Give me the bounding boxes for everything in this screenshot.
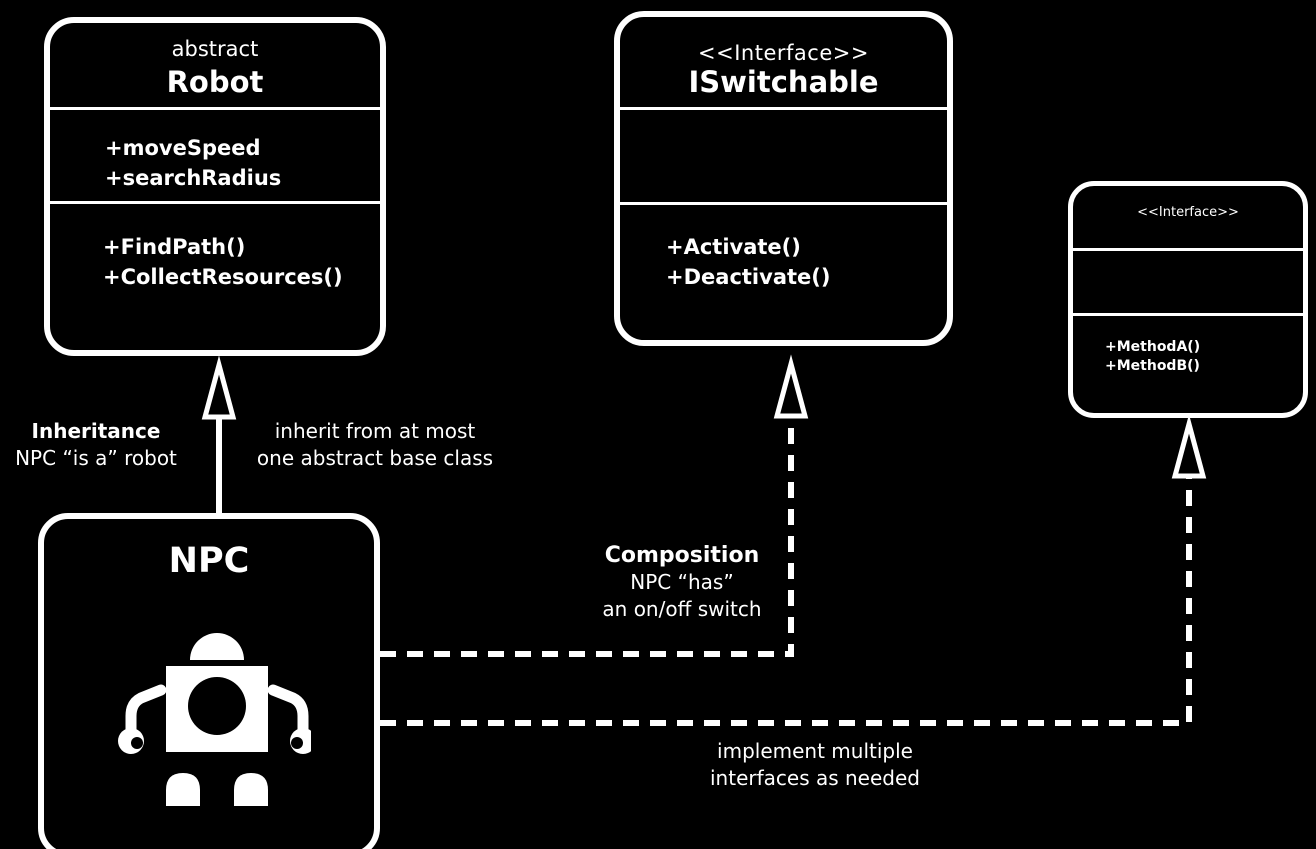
iswitchable-operation: +Deactivate() [666,265,831,289]
inheritance-note-title: Inheritance [31,419,161,443]
iswitchable-interface-box: <<Interface>> ISwitchable +Activate() +D… [614,11,953,346]
inheritance-note: Inheritance NPC “is a” robot [0,418,192,472]
robot-attribute: +searchRadius [105,166,282,190]
multi-interface-arrowhead [1171,414,1207,479]
composition-dashed-line [380,418,794,657]
iswitchable-operations: +Activate() +Deactivate() [620,232,947,292]
robot-attribute: +moveSpeed [105,136,261,160]
iswitchable-name: ISwitchable [688,65,879,99]
inheritance-arrowhead [201,355,237,420]
composition-note: Composition NPC “has” an on/off switch [572,542,792,623]
robot-operations: +FindPath() +CollectResources() [50,232,380,292]
robot-stereotype: abstract [171,37,259,61]
iswitchable-operation: +Activate() [666,235,801,259]
generic-interface-stereotype: <<Interface>> [1137,205,1239,220]
multi-interface-dashed-line [380,478,1192,726]
inheritance-rule-line: one abstract base class [256,446,494,470]
npc-class-name: NPC [168,541,250,581]
multi-interface-note-line: implement multiple [717,739,913,763]
robot-class-name: Robot [166,65,264,99]
robot-divider-2 [50,201,380,204]
composition-note-title: Composition [604,543,760,568]
robot-icon [118,633,311,806]
inheritance-rule-note: inherit from at most one abstract base c… [240,418,510,472]
composition-note-line: an on/off switch [602,597,762,621]
robot-operation: +FindPath() [103,235,246,259]
generic-interface-box: <<Interface>> +MethodA() +MethodB() [1068,181,1308,418]
iswitchable-divider-2 [620,202,947,205]
composition-note-line: NPC “has” [630,570,734,594]
inheritance-note-text: NPC “is a” robot [15,446,177,470]
generic-interface-operation: +MethodA() [1105,339,1201,355]
multi-interface-note: implement multiple interfaces as needed [680,738,950,792]
robot-class-box: abstract Robot +moveSpeed +searchRadius … [44,17,386,356]
robot-operation: +CollectResources() [103,265,343,289]
npc-class-box: NPC [38,513,380,849]
generic-interface-divider-2 [1073,313,1303,316]
robot-divider-1 [50,107,380,110]
iswitchable-divider-1 [620,107,947,110]
inheritance-rule-line: inherit from at most [274,419,476,443]
multi-interface-note-line: interfaces as needed [710,766,920,790]
iswitchable-stereotype: <<Interface>> [698,41,869,65]
generic-interface-operations: +MethodA() +MethodB() [1073,338,1303,376]
robot-attributes: +moveSpeed +searchRadius [50,133,380,193]
generic-interface-operation: +MethodB() [1105,358,1200,374]
composition-arrowhead [773,354,809,419]
generic-interface-divider-1 [1073,248,1303,251]
